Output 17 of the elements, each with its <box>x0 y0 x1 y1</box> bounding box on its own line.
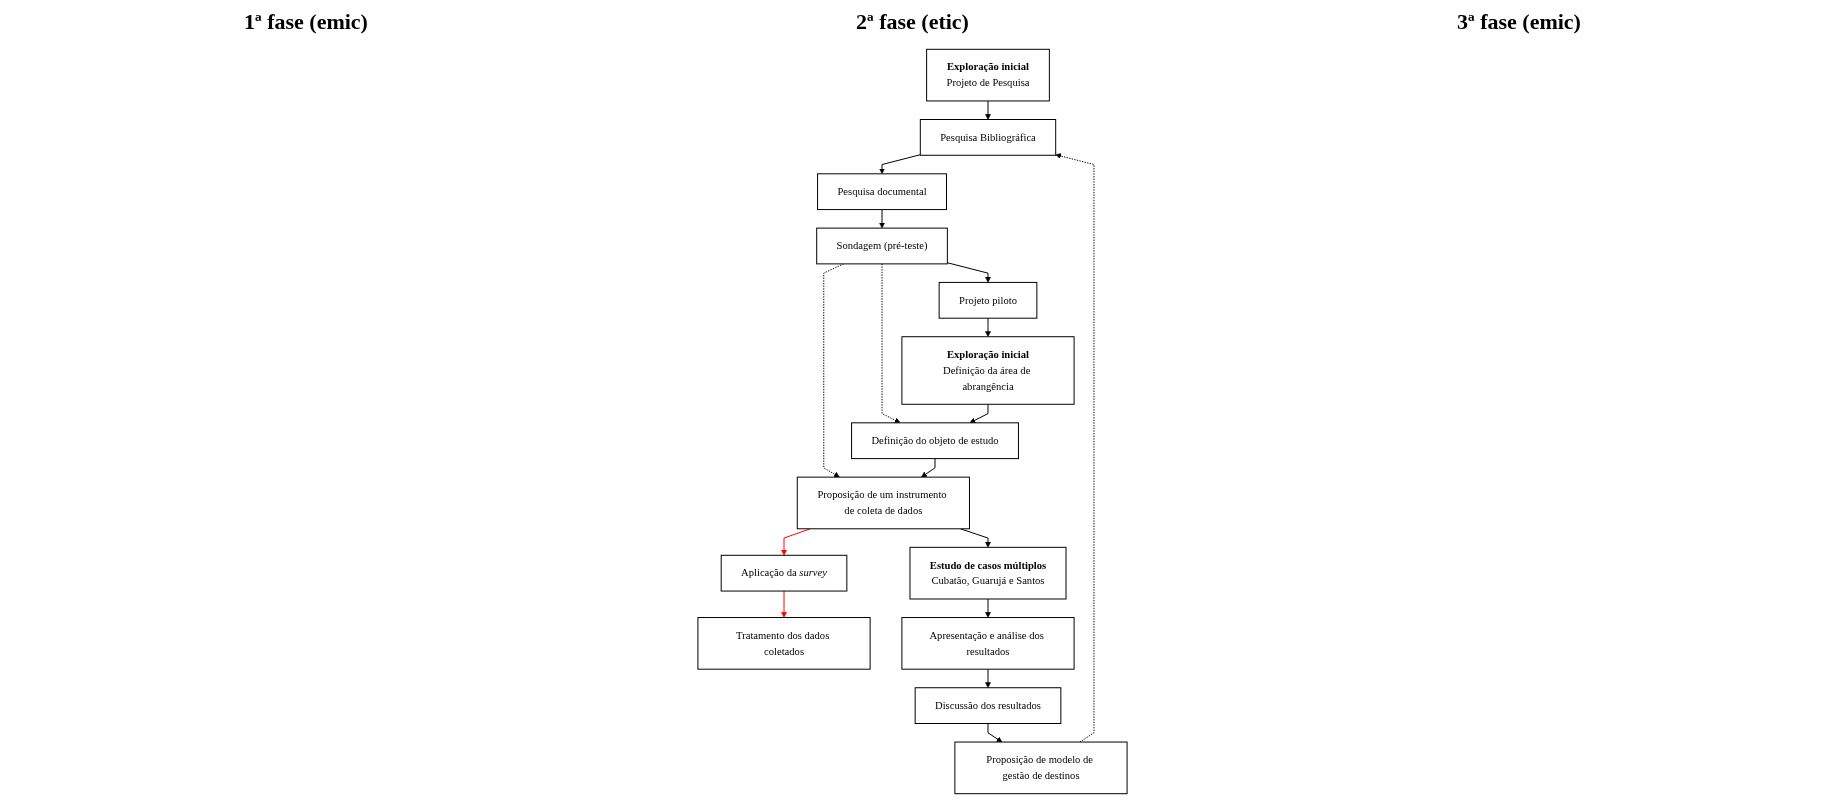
phase-heading: 2ª fase (etic) <box>856 9 969 35</box>
node-box: Sondagem (pré-teste) <box>816 227 948 265</box>
node-box: Pesquisa Bibliográfica <box>919 119 1057 156</box>
node-box: Estudo de casos múltiplos Cubatão, Guarujá e Santos <box>909 546 1067 600</box>
phase-heading: 3ª fase (emic) <box>1457 9 1581 35</box>
node-box: Exploração inicial Definição da área de abrangência <box>901 336 1075 405</box>
node-box: Definição do objeto de estudo <box>851 422 1019 460</box>
phase-heading: 1ª fase (emic) <box>244 9 368 35</box>
node-box: Exploração inicial Projeto de Pesquisa <box>926 48 1050 102</box>
node-box: Proposição de um instrumento de coleta de dados <box>796 476 970 530</box>
node-box: Aplicação da survey <box>720 554 848 592</box>
node-box: Proposição de modelo de gestão de destinos <box>954 741 1128 795</box>
node-box: Apresentação e análise dos resultados <box>901 617 1075 670</box>
node-box: Tratamento dos dados coletados <box>697 617 871 670</box>
node-box: Discussão dos resultados <box>914 687 1062 724</box>
node-box: Pesquisa documental <box>817 173 947 211</box>
node-box: Projeto piloto <box>938 281 1038 319</box>
